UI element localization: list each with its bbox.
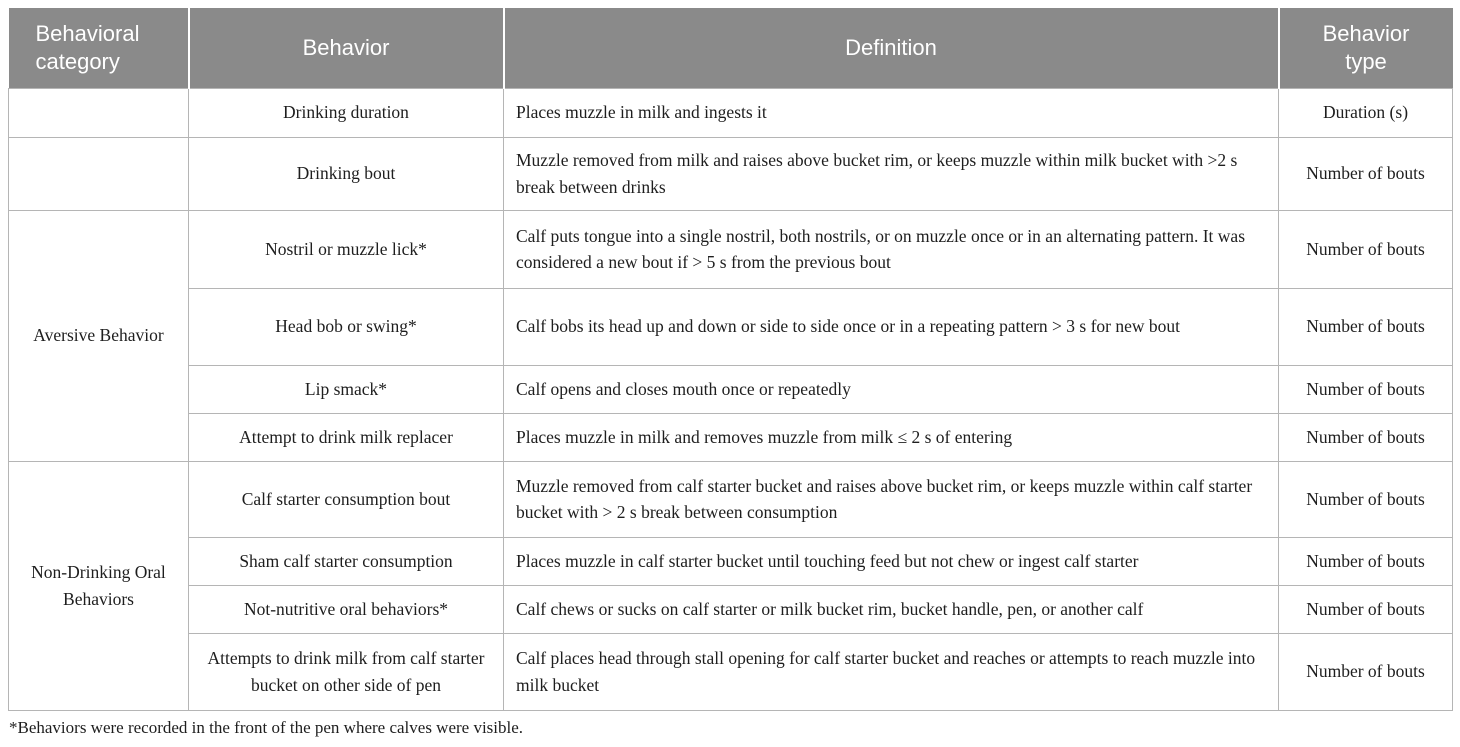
behavior-type-cell: Number of bouts bbox=[1278, 460, 1453, 538]
table-row: Drinking duration Places muzzle in milk … bbox=[8, 87, 1453, 138]
table-row: Non-Drinking Oral Behaviors Calf starter… bbox=[8, 460, 1453, 711]
header-behavior: Behavior bbox=[187, 8, 504, 88]
table-row: Sham calf starter consumption Places muz… bbox=[9, 536, 1453, 586]
behavior-cell: Attempts to drink milk from calf starter… bbox=[188, 632, 504, 711]
behavior-type-cell: Number of bouts bbox=[1278, 584, 1453, 634]
definition-cell: Calf opens and closes mouth once or repe… bbox=[503, 364, 1279, 414]
table-row: Head bob or swing* Calf bobs its head up… bbox=[9, 287, 1453, 366]
table-row: Attempt to drink milk replacer Places mu… bbox=[9, 412, 1453, 462]
definition-cell: Muzzle removed from milk and raises abov… bbox=[503, 136, 1279, 211]
behavior-type-cell: Number of bouts bbox=[1278, 136, 1453, 211]
behavior-type-cell: Number of bouts bbox=[1278, 632, 1453, 711]
behavior-cell: Calf starter consumption bout bbox=[188, 460, 504, 538]
behavior-cell: Drinking bout bbox=[188, 136, 504, 211]
behavior-cell: Head bob or swing* bbox=[188, 287, 504, 366]
behavior-type-cell: Number of bouts bbox=[1278, 536, 1453, 586]
table-row: Aversive Behavior Nostril or muzzle lick… bbox=[8, 209, 1453, 462]
behavior-type-cell: Number of bouts bbox=[1278, 287, 1453, 366]
behavior-cell: Nostril or muzzle lick* bbox=[188, 209, 504, 289]
behavior-cell: Not-nutritive oral behaviors* bbox=[188, 584, 504, 634]
table-footnote: *Behaviors were recorded in the front of… bbox=[9, 717, 524, 737]
table-row: Drinking bout Muzzle removed from milk a… bbox=[8, 136, 1453, 211]
behavior-type-cell: Number of bouts bbox=[1278, 412, 1453, 462]
behavior-type-cell: Number of bouts bbox=[1278, 209, 1453, 289]
behavior-cell: Attempt to drink milk replacer bbox=[188, 412, 504, 462]
behavior-cell: Lip smack* bbox=[188, 364, 504, 414]
table-header-row: Behavioral category Behavior Definition … bbox=[8, 8, 1453, 88]
category-cell-aversive-behavior: Aversive Behavior bbox=[8, 209, 189, 462]
ethogram-table: Behavioral category Behavior Definition … bbox=[8, 8, 1453, 711]
header-behavioral-category: Behavioral category bbox=[8, 8, 189, 88]
category-cell-empty bbox=[8, 87, 189, 138]
category-cell-non-drinking-oral-behaviors: Non-Drinking Oral Behaviors bbox=[8, 460, 189, 711]
category-cell-empty bbox=[8, 136, 189, 211]
behavior-type-cell: Duration (s) bbox=[1278, 87, 1453, 138]
definition-cell: Places muzzle in milk and removes muzzle… bbox=[503, 412, 1279, 462]
table-row: Not-nutritive oral behaviors* Calf chews… bbox=[9, 584, 1453, 634]
definition-cell: Muzzle removed from calf starter bucket … bbox=[503, 460, 1279, 538]
definition-cell: Calf bobs its head up and down or side t… bbox=[503, 287, 1279, 366]
definition-cell: Calf chews or sucks on calf starter or m… bbox=[503, 584, 1279, 634]
definition-cell: Calf places head through stall opening f… bbox=[503, 632, 1279, 711]
behavior-cell: Drinking duration bbox=[188, 87, 504, 138]
header-definition: Definition bbox=[502, 8, 1279, 88]
behavior-type-cell: Number of bouts bbox=[1278, 364, 1453, 414]
table-row: Attempts to drink milk from calf starter… bbox=[9, 632, 1453, 711]
header-behavior-type: Behavior type bbox=[1277, 8, 1453, 88]
behavior-cell: Sham calf starter consumption bbox=[188, 536, 504, 586]
definition-cell: Places muzzle in calf starter bucket unt… bbox=[503, 536, 1279, 586]
definition-cell: Calf puts tongue into a single nostril, … bbox=[503, 209, 1279, 289]
table-row: Lip smack* Calf opens and closes mouth o… bbox=[9, 364, 1453, 414]
definition-cell: Places muzzle in milk and ingests it bbox=[503, 87, 1279, 138]
